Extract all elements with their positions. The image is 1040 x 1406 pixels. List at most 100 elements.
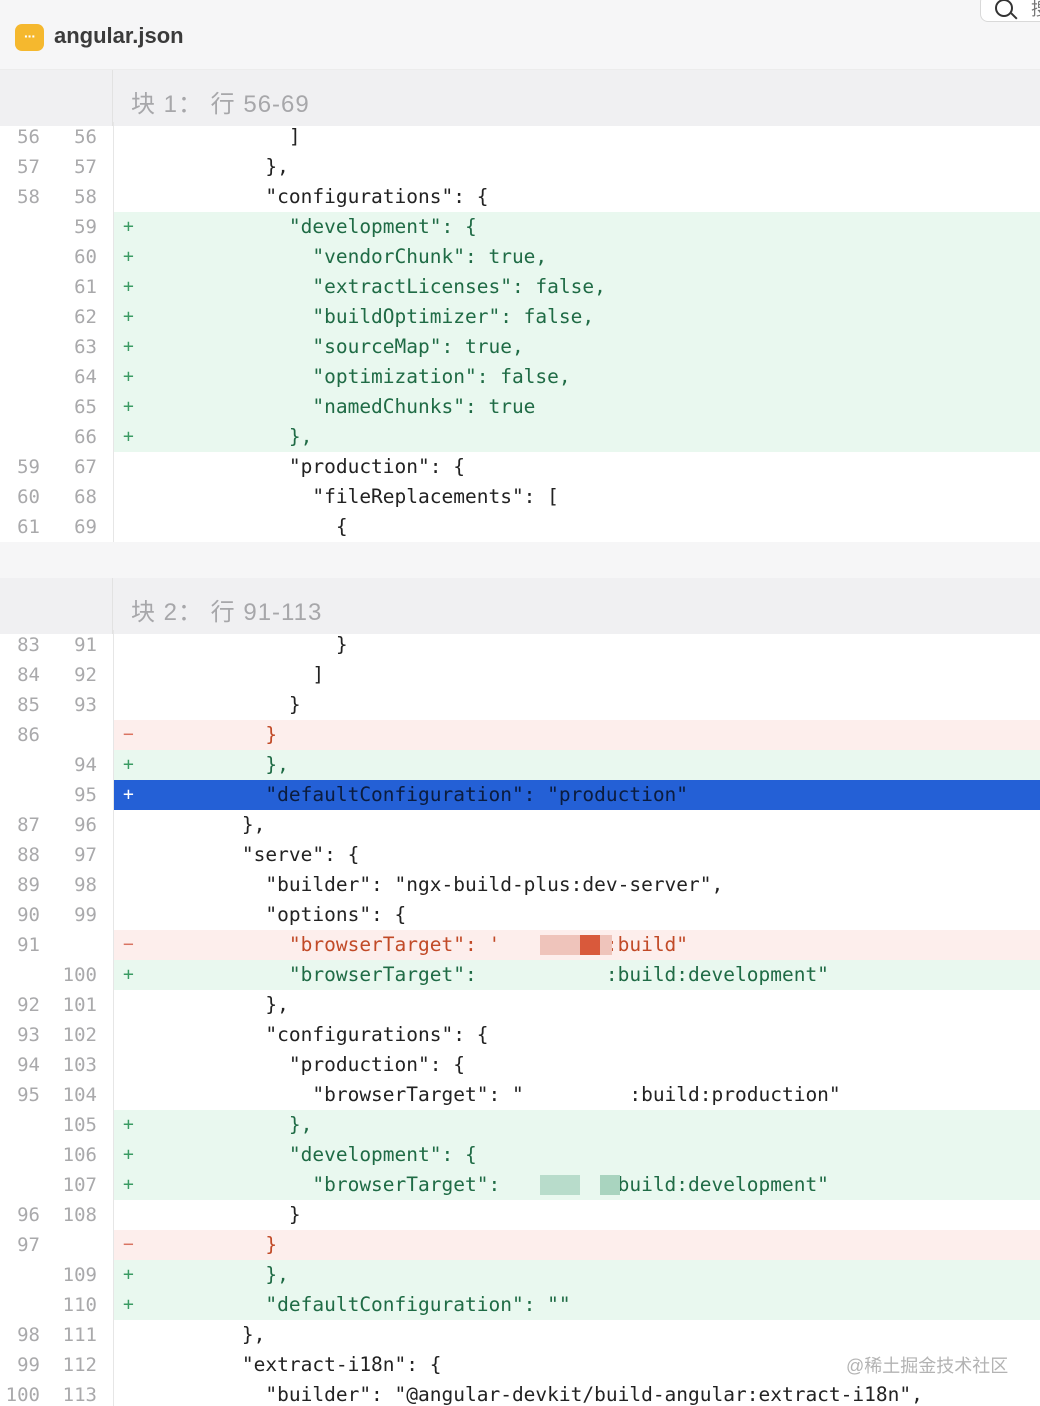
new-line-number: 68 bbox=[74, 486, 97, 508]
new-line-number bbox=[54, 1230, 97, 1260]
new-line-number: 69 bbox=[74, 516, 97, 538]
old-line-number bbox=[0, 212, 40, 242]
added-line[interactable]: 66+ }, bbox=[0, 422, 1040, 452]
hunk-separator bbox=[0, 542, 1040, 578]
added-line[interactable]: 65+ "namedChunks": true bbox=[0, 392, 1040, 422]
old-line-number: 56 bbox=[17, 126, 40, 148]
added-line[interactable]: 107+ "browserTarget": :build:development… bbox=[0, 1170, 1040, 1200]
new-line-number bbox=[54, 930, 97, 960]
code-text: "namedChunks": true bbox=[148, 395, 536, 418]
old-line-number: 90 bbox=[17, 904, 40, 926]
added-line[interactable]: 60+ "vendorChunk": true, bbox=[0, 242, 1040, 272]
old-line-number bbox=[0, 1110, 40, 1140]
added-line[interactable]: 109+ }, bbox=[0, 1260, 1040, 1290]
code-text: "development": { bbox=[148, 215, 477, 238]
old-line-number: 98 bbox=[17, 1324, 40, 1346]
old-line-number bbox=[0, 302, 40, 332]
added-line[interactable]: 63+ "sourceMap": true, bbox=[0, 332, 1040, 362]
diff-sign: + bbox=[123, 784, 134, 805]
new-line-number: 108 bbox=[62, 1204, 97, 1226]
old-line-number: 99 bbox=[17, 1354, 40, 1376]
added-line[interactable]: 105+ }, bbox=[0, 1110, 1040, 1140]
new-line-number: 107 bbox=[62, 1174, 97, 1196]
new-line-number: 103 bbox=[62, 1054, 97, 1076]
selected-added-line[interactable]: 95+ "defaultConfiguration": "production" bbox=[0, 780, 1040, 810]
old-line-number: 88 bbox=[17, 844, 40, 866]
code-text: "optimization": false, bbox=[148, 365, 571, 388]
code-text: }, bbox=[148, 753, 289, 776]
added-line[interactable]: 94 + }, bbox=[0, 750, 1040, 780]
old-line-number bbox=[0, 960, 40, 990]
old-line-number bbox=[0, 332, 40, 362]
new-line-number: 63 bbox=[74, 336, 97, 358]
removed-line[interactable]: 91− "browserTarget": ' :build" bbox=[0, 930, 1040, 960]
old-line-number bbox=[0, 242, 40, 272]
new-line-number: 111 bbox=[62, 1324, 97, 1346]
old-line-number bbox=[0, 1260, 40, 1290]
code-text: "buildOptimizer": false, bbox=[148, 305, 595, 328]
code-text: }, bbox=[148, 993, 289, 1016]
old-line-number: 58 bbox=[17, 186, 40, 208]
old-line-number bbox=[0, 392, 40, 422]
redacted-text bbox=[540, 935, 612, 955]
added-line[interactable]: 106+ "development": { bbox=[0, 1140, 1040, 1170]
code-text: "sourceMap": true, bbox=[148, 335, 524, 358]
added-line[interactable]: 62+ "buildOptimizer": false, bbox=[0, 302, 1040, 332]
diff-sign: + bbox=[123, 1144, 134, 1165]
added-line[interactable]: 100+ "browserTarget": :build:development… bbox=[0, 960, 1040, 990]
added-line[interactable]: 110+ "defaultConfiguration": "" bbox=[0, 1290, 1040, 1320]
added-line[interactable]: 64+ "optimization": false, bbox=[0, 362, 1040, 392]
redacted-text bbox=[600, 1175, 620, 1195]
file-name[interactable]: angular.json bbox=[54, 23, 184, 48]
diff-sign: + bbox=[123, 964, 134, 985]
new-line-number: 106 bbox=[62, 1144, 97, 1166]
added-line[interactable]: 61+ "extractLicenses": false, bbox=[0, 272, 1040, 302]
code-text: }, bbox=[148, 425, 313, 448]
diff-sign: + bbox=[123, 754, 134, 775]
new-line-number: 94 bbox=[74, 754, 97, 776]
search-button[interactable]: 搜 bbox=[980, 0, 1040, 22]
code-text: ] bbox=[148, 663, 325, 686]
old-line-number: 83 bbox=[17, 634, 40, 656]
hunk-header-1: 块 1： 行 56-69 bbox=[0, 70, 1040, 126]
old-line-number: 89 bbox=[17, 874, 40, 896]
code-text: "production": { bbox=[148, 455, 465, 478]
code-text: } bbox=[148, 1203, 301, 1226]
diff-sign: + bbox=[123, 1114, 134, 1135]
new-line-number: 112 bbox=[62, 1354, 97, 1376]
code-text: } bbox=[148, 1233, 278, 1256]
diff-sign: + bbox=[123, 306, 134, 327]
old-line-number bbox=[0, 1140, 40, 1170]
removed-line[interactable]: 86− } bbox=[0, 720, 1040, 750]
code-text: "browserTarget": :build:development" bbox=[148, 1173, 829, 1196]
new-line-number: 100 bbox=[62, 964, 97, 986]
removed-line[interactable]: 97− } bbox=[0, 1230, 1040, 1260]
code-text: "defaultConfiguration": "" bbox=[148, 1293, 571, 1316]
code-text: "production": { bbox=[148, 1053, 465, 1076]
added-line[interactable]: 59+ "development": { bbox=[0, 212, 1040, 242]
old-line-number bbox=[0, 422, 40, 452]
code-text: "fileReplacements": [ bbox=[148, 485, 559, 508]
old-line-number: 92 bbox=[17, 994, 40, 1016]
